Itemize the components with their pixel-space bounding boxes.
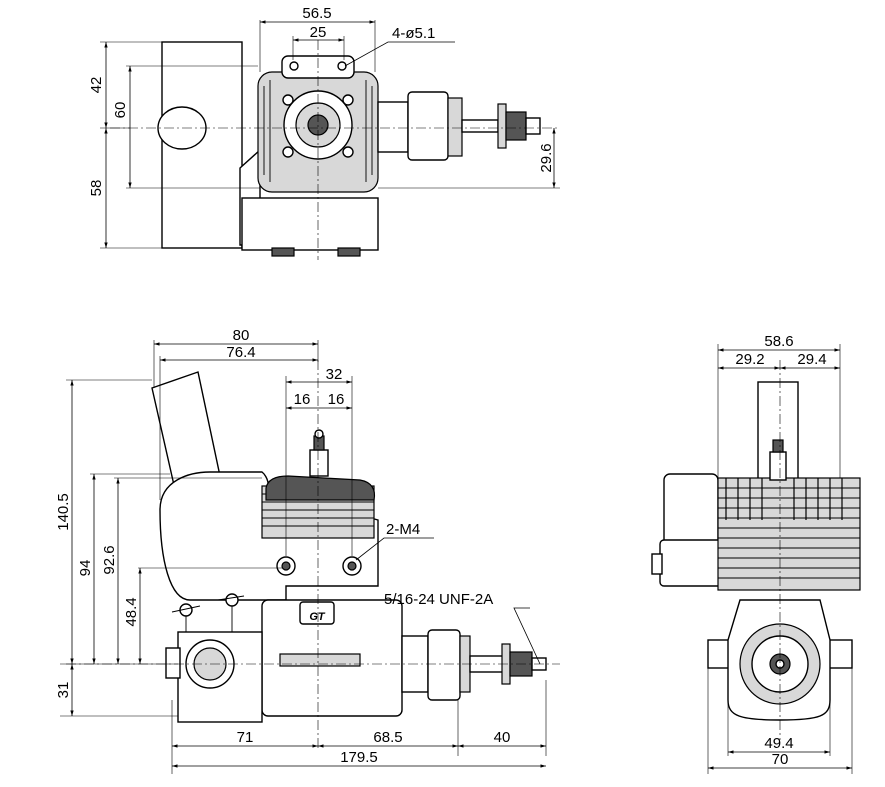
dim-32: 32 bbox=[326, 366, 343, 383]
dim-58-6: 58.6 bbox=[764, 333, 793, 350]
cylinder-head-cover bbox=[265, 475, 376, 501]
dim-76-4: 76.4 bbox=[226, 344, 255, 361]
callout-mount: 2-M4 bbox=[386, 521, 420, 538]
dim-16-left: 16 bbox=[294, 391, 311, 408]
dim-48-4: 48.4 bbox=[123, 597, 140, 626]
top-view bbox=[110, 40, 560, 260]
dim-60: 60 bbox=[112, 102, 129, 119]
dim-92-6: 92.6 bbox=[101, 545, 118, 574]
dim-31: 31 bbox=[55, 682, 72, 699]
side-view-dimensions: 80 76.4 32 16 16 2-M4 5/16-24 UNF-2A 140… bbox=[55, 327, 547, 774]
dim-140-5: 140.5 bbox=[55, 493, 72, 531]
dim-49-4: 49.4 bbox=[764, 735, 793, 752]
front-view bbox=[651, 360, 861, 740]
dim-40: 40 bbox=[494, 729, 511, 746]
dim-71: 71 bbox=[237, 729, 254, 746]
callout-thread: 5/16-24 UNF-2A bbox=[384, 591, 493, 608]
dim-25: 25 bbox=[310, 24, 327, 41]
dim-29-2: 29.2 bbox=[735, 351, 764, 368]
dim-29-6: 29.6 bbox=[538, 143, 555, 172]
side-view: GT bbox=[66, 360, 560, 748]
dim-80: 80 bbox=[233, 327, 250, 344]
dim-56-5: 56.5 bbox=[302, 5, 331, 22]
dim-70: 70 bbox=[772, 751, 789, 768]
front-cylinder-fins bbox=[717, 477, 861, 591]
dim-68-5: 68.5 bbox=[373, 729, 402, 746]
dim-29-4: 29.4 bbox=[797, 351, 826, 368]
gt-logo: GT bbox=[309, 611, 326, 623]
dim-58: 58 bbox=[88, 180, 105, 197]
callout-holes: 4-ø5.1 bbox=[392, 25, 435, 42]
dim-179-5: 179.5 bbox=[340, 749, 378, 766]
dim-42: 42 bbox=[88, 77, 105, 94]
dim-16-right: 16 bbox=[328, 391, 345, 408]
top-view-dimensions: 56.5 25 4-ø5.1 42 58 60 29.6 bbox=[88, 5, 560, 249]
dim-94: 94 bbox=[77, 560, 94, 577]
crankcase-base bbox=[241, 197, 379, 251]
front-view-dimensions: 58.6 29.2 29.4 49.4 70 bbox=[707, 333, 853, 774]
